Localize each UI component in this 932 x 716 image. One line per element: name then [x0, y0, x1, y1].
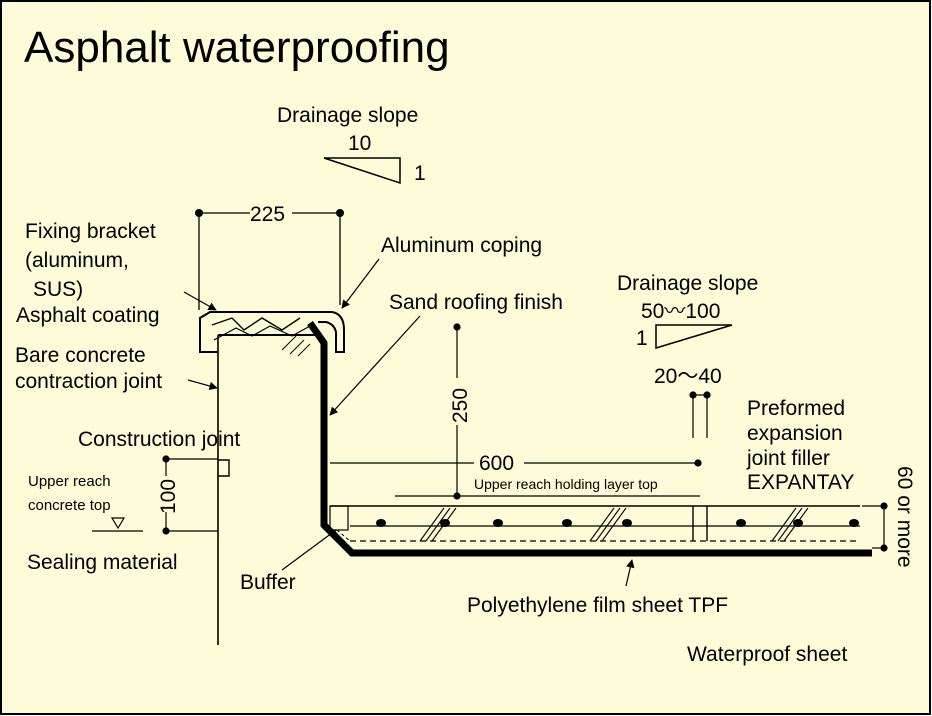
waterproof-sheet-label: Waterproof sheet: [687, 643, 847, 666]
fixing-bracket-leader: [183, 291, 217, 311]
aluminum-coping-label: Aluminum coping: [381, 234, 542, 257]
joint-offset-dimension: 100: [156, 455, 218, 535]
expansion-filler-label-4: EXPANTAY: [747, 471, 854, 494]
sealing-material-label: Sealing material: [27, 551, 178, 574]
sand-roofing-label: Sand roofing finish: [389, 291, 563, 314]
coping-width-dimension: 225: [195, 203, 344, 310]
floor-slope-run: 50〰100: [641, 300, 720, 323]
horizontal-run-value: 600: [479, 452, 514, 475]
level-marker-icon: [92, 517, 143, 532]
buffer-label: Buffer: [240, 571, 296, 594]
aluminum-coping-leader: [341, 258, 380, 309]
coping-width-value: 225: [250, 203, 285, 226]
roof-slope-run: 10: [348, 132, 371, 155]
drop-height-value: 250: [449, 388, 472, 423]
polyethylene-leader: [625, 559, 635, 587]
fixing-bracket-label-3: SUS): [33, 278, 83, 301]
horizontal-run-dimension: 600: [330, 452, 702, 475]
upper-reach-label-2: concrete top: [28, 497, 111, 514]
construction-joint-label: Construction joint: [78, 428, 240, 451]
waterproof-membrane: [307, 320, 872, 557]
asphalt-coating-label: Asphalt coating: [16, 304, 160, 327]
fixing-bracket-label-1: Fixing bracket: [25, 220, 156, 243]
bare-concrete-leader: [187, 379, 218, 391]
roof-drainage-slope: Drainage slope 10 1: [277, 104, 426, 185]
floor-drainage-slope: Drainage slope 50〰100 1: [617, 272, 758, 350]
joint-gap-dimension: 20〜40: [654, 365, 722, 438]
joint-offset-value: 100: [157, 479, 180, 514]
parapet-coping: [199, 311, 345, 357]
slab-thickness-dimension: 60 or more: [862, 466, 916, 568]
bare-concrete-label-1: Bare concrete: [15, 344, 146, 367]
upper-reach-label-1: Upper reach: [28, 473, 111, 490]
roof-slope-label: Drainage slope: [277, 104, 418, 127]
floor-slope-label: Drainage slope: [617, 272, 758, 295]
diagram-title: Asphalt waterproofing: [24, 23, 450, 72]
fixing-bracket-label-2: (aluminum,: [25, 249, 129, 272]
expansion-filler-label-3: joint filler: [746, 447, 830, 470]
drop-height-dimension: 250: [449, 323, 472, 500]
roof-slope-triangle: [323, 157, 401, 185]
floor-slope-rise: 1: [636, 327, 648, 350]
floor-slope-triangle: [655, 324, 733, 350]
buffer-block: [329, 505, 349, 531]
slab-section: [329, 505, 860, 542]
buffer-leader: [281, 529, 337, 571]
bare-concrete-label-2: contraction joint: [15, 370, 162, 393]
slab-thickness-value: 60 or more: [893, 466, 916, 568]
construction-joint-notch: [218, 459, 230, 477]
polyethylene-label: Polyethylene film sheet TPF: [467, 594, 728, 617]
holding-layer-label: Upper reach holding layer top: [474, 476, 658, 492]
roof-slope-rise: 1: [414, 162, 426, 185]
expansion-filler-label-2: expansion: [747, 422, 843, 445]
sand-roofing-leader: [329, 315, 421, 416]
joint-gap-value: 20〜40: [654, 365, 722, 388]
expansion-filler-label-1: Preformed: [747, 397, 845, 420]
